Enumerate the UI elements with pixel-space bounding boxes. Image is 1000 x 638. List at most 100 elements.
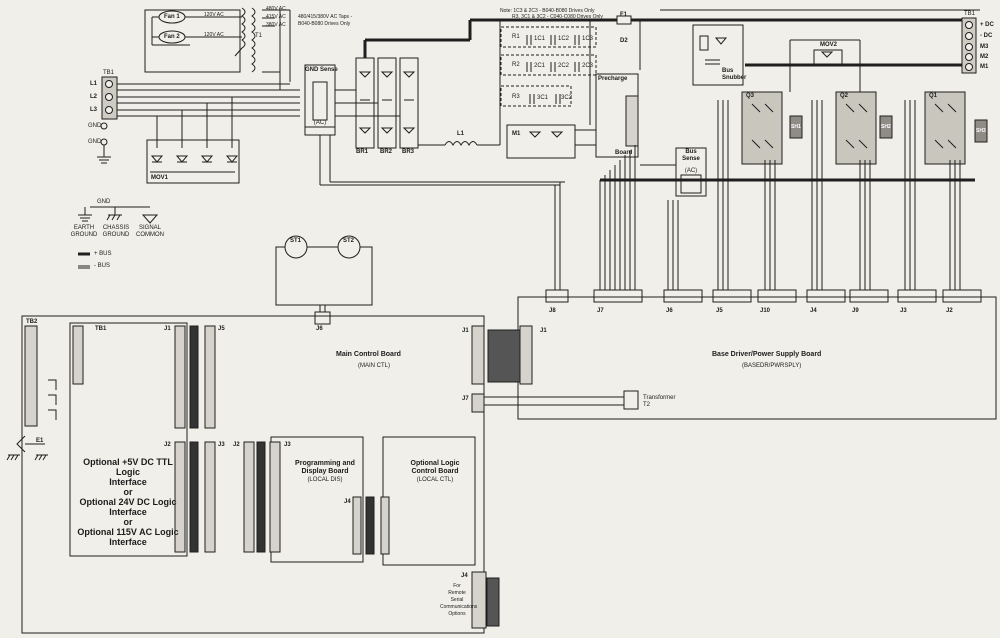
jp2-label: J2 (233, 442, 240, 448)
tb1-input-terminal (97, 76, 300, 164)
plus-dc-label: + DC (980, 22, 994, 28)
optional-logic-text: Optional +5V DC TTL Logic Interface or O… (72, 457, 184, 547)
tb2-label: TB2 (26, 319, 38, 325)
conn-j9: J9 (852, 308, 859, 314)
1c1-label: 1C1 (534, 36, 546, 42)
mov2-label: MOV2 (820, 42, 838, 48)
legend-chassis: CHASSIS GROUND (102, 225, 130, 238)
l3-label: L3 (90, 107, 98, 113)
st2-label: ST2 (343, 238, 355, 244)
opt-logic-line-8: Interface (109, 537, 147, 547)
opt-logic-line-4: Optional 24V DC Logic (79, 497, 177, 507)
tb1-output-terminal (961, 17, 977, 74)
bus-sense-label: Bus Sense (682, 149, 700, 162)
j4-line-4: Communications (440, 604, 478, 610)
legend-minus-bus: - BUS (94, 263, 111, 269)
l1-label: L1 (90, 81, 98, 87)
q2-label: Q2 (840, 93, 849, 99)
opt-logic-line-6: or (123, 517, 133, 527)
conn-j10: J10 (760, 308, 771, 314)
bus-snubber-label: Bus Snubber (722, 68, 747, 81)
base-board-subtitle: (BASEDR/PWRSPLY) (742, 363, 802, 369)
j3-left-label: J3 (218, 442, 225, 448)
t1-label: T1 (255, 33, 263, 39)
main-control-board (21, 315, 485, 634)
j6-label: J6 (316, 326, 323, 332)
igbt-modules (600, 9, 988, 182)
fan-2-label: Fan 2 (164, 34, 180, 40)
signal-wires (554, 100, 961, 290)
conn-j6: J6 (666, 308, 673, 314)
transformer-label: Transformer (643, 395, 676, 401)
opt-logic-line-3: or (123, 487, 133, 497)
gnd-sense-module (304, 64, 565, 186)
l2-label: L2 (90, 94, 98, 100)
m1-terminal-label: M1 (980, 64, 989, 70)
logic-ctl-text: Optional Logic Control Board (LOCAL CTL) (396, 460, 474, 484)
2c1-label: 2C1 (534, 63, 546, 69)
conn-j2: J2 (946, 308, 953, 314)
conn-j8: J8 (549, 308, 556, 314)
r2-label: R2 (512, 62, 520, 68)
logic-ctl-line-1: Optional Logic (410, 460, 460, 467)
tb1-right-label: TB1 (964, 11, 976, 17)
legend-plus-bus: + BUS (94, 251, 112, 257)
sh2-label: SH2 (881, 124, 891, 130)
prog-board-line-1: Programming and (295, 460, 355, 467)
r1-label: R1 (512, 34, 520, 40)
mov1-label: MOV1 (151, 175, 169, 181)
optional-logic-interface (69, 322, 188, 557)
prog-board-text: Programming and Display Board (LOCAL DIS… (286, 460, 364, 484)
opt-logic-line-1: Optional +5V DC TTL Logic (83, 457, 173, 477)
v120-b: 120V AC (204, 32, 224, 38)
opt-logic-line-7: Optional 115V AC Logic (77, 527, 179, 537)
m3-label: M3 (980, 44, 989, 50)
jp4-remote-label: J4 (461, 573, 468, 579)
m2-label: M2 (980, 54, 989, 60)
j4-line-1: For (453, 583, 461, 589)
sh3-label: SH3 (976, 128, 986, 134)
legend (78, 206, 159, 269)
jp4-label: J4 (344, 499, 351, 505)
sh1-label: SH1 (791, 124, 801, 130)
tap-note: 480/415/380V AC Taps - B040-B080 Drives … (298, 14, 353, 27)
j4-line-5: Options (448, 611, 466, 617)
rc-network (500, 26, 597, 107)
e1-label: E1 (36, 438, 44, 444)
logic-ctl-subtitle: (LOCAL CTL) (416, 477, 454, 483)
j1-base-label: J1 (540, 328, 547, 334)
q1-label: Q1 (929, 93, 938, 99)
d2-label: D2 (620, 38, 628, 44)
conn-j3: J3 (900, 308, 907, 314)
optional-logic-control-board (382, 436, 476, 566)
br2-label: BR2 (380, 149, 393, 155)
v380: 380V AC (266, 22, 286, 28)
base-board-title: Base Driver/Power Supply Board (712, 351, 822, 358)
m1-label: M1 (512, 131, 521, 137)
f1-label: F1 (620, 12, 628, 18)
legend-earth: EARTH GROUND (70, 225, 98, 238)
v415: 415V AC (266, 14, 286, 20)
conn-j5: J5 (716, 308, 723, 314)
rc-network-parts (468, 18, 612, 145)
j7-main-label: J7 (462, 396, 469, 402)
j5-left-label: J5 (218, 326, 225, 332)
j4-line-3: Serial (450, 597, 464, 603)
1c3-label: 1C3 (582, 36, 594, 42)
1c2-label: 1C2 (558, 36, 570, 42)
gnd-sense-label: GND Sense (305, 67, 338, 73)
mov1-block (146, 97, 240, 184)
2c3-label: 2C3 (582, 63, 594, 69)
precharge-label: Precharge (598, 76, 628, 82)
main-board-title: Main Control Board (336, 351, 401, 358)
br3-label: BR3 (402, 149, 415, 155)
thermal-switches (275, 235, 373, 325)
r3-label: R3 (512, 94, 520, 100)
note-line-1: Note: 1C3 & 2C3 - B040-B080 Drives Only (500, 8, 595, 14)
t2-label: T2 (643, 402, 651, 408)
prog-board-subtitle: (LOCAL DIS) (307, 477, 343, 483)
bus-sense-module (640, 147, 707, 197)
main-board-subtitle: (MAIN CTL) (358, 363, 390, 369)
minus-dc-label: - DC (980, 33, 993, 39)
